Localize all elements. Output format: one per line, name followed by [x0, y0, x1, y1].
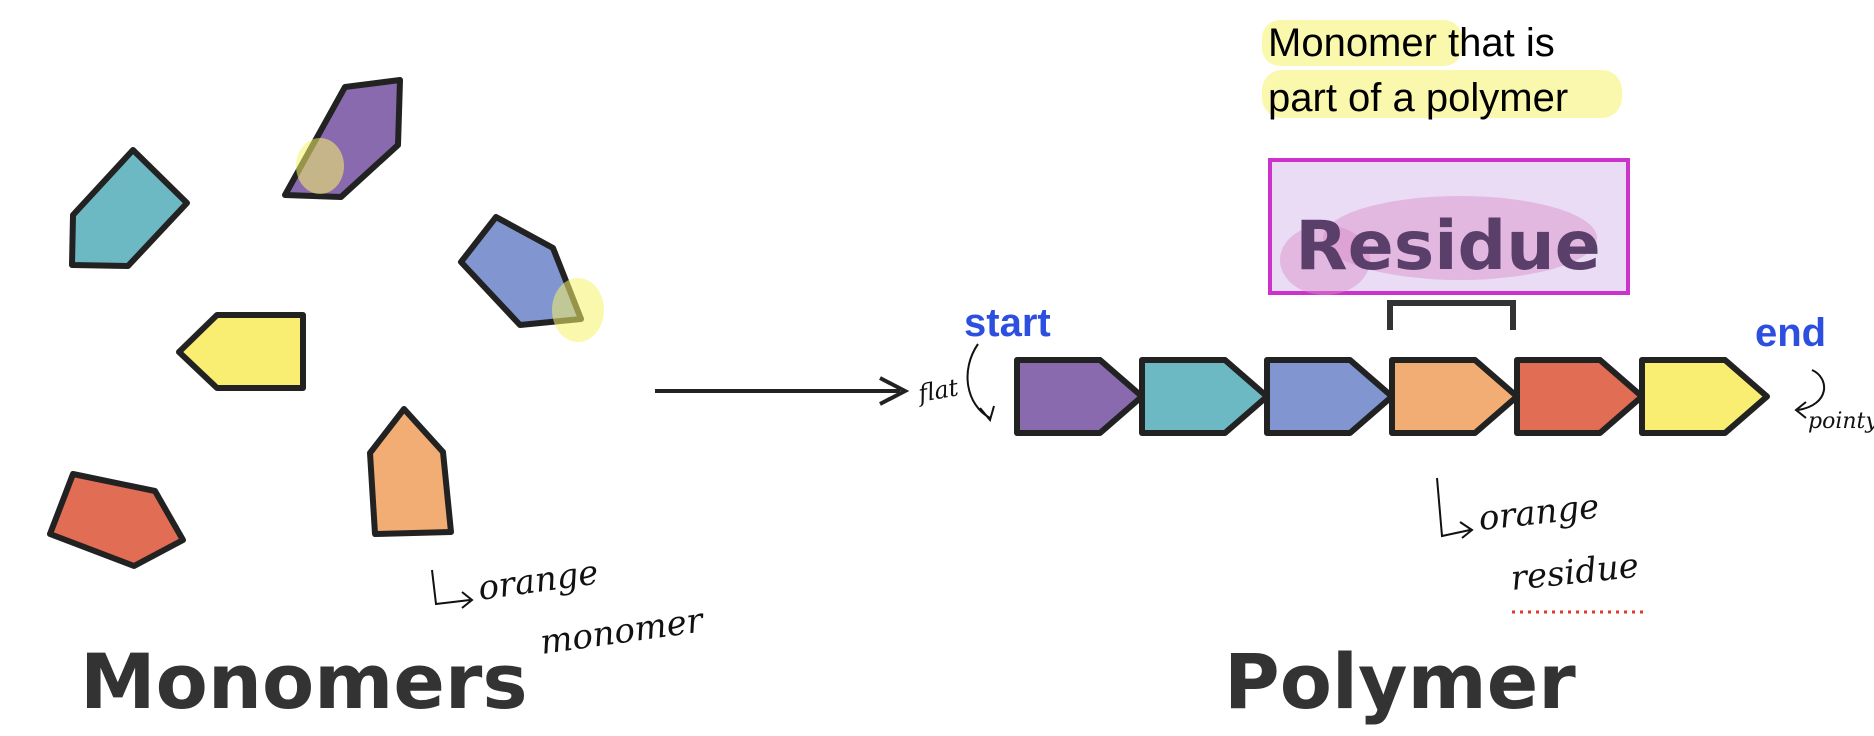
- end-label: end: [1755, 311, 1826, 355]
- annot-monomer-line1: orange: [476, 552, 601, 608]
- note-line2: part of a polymer: [1268, 76, 1568, 120]
- monomer-orange: [367, 406, 454, 537]
- polymer-unit-blue: [1264, 357, 1395, 436]
- annotation-pointy: pointy: [1794, 369, 1874, 434]
- polymer-unit-orange: [1389, 357, 1520, 436]
- annot-flat: flat: [914, 373, 961, 408]
- monomer-blue: [458, 214, 604, 342]
- residue-box: Residue: [1268, 158, 1630, 295]
- monomers-group: [47, 77, 604, 569]
- annotation-orange-residue: orange residue: [1436, 477, 1646, 614]
- residue-label: Residue: [1295, 207, 1600, 286]
- start-label: start: [964, 301, 1051, 345]
- monomer-purple: [282, 77, 403, 200]
- monomer-teal: [69, 147, 190, 269]
- residue-bracket: [1387, 300, 1516, 330]
- annot-pointy: pointy: [1808, 409, 1874, 434]
- polymer-unit-red: [1514, 357, 1645, 436]
- polymer-unit-yellow: [1639, 357, 1770, 436]
- arrow-to-polymer: [655, 376, 910, 406]
- monomers-title: Monomers: [80, 637, 528, 726]
- polymer-unit-purple: [1014, 357, 1145, 436]
- polymer-unit-teal: [1139, 357, 1270, 436]
- monomer-red: [47, 471, 186, 569]
- highlight-mark: [552, 278, 604, 342]
- monomer-yellow: [176, 312, 306, 391]
- note-line1: Monomer that is: [1268, 21, 1555, 65]
- polymer-chain: [1014, 357, 1770, 436]
- annotation-flat: flat: [914, 343, 995, 423]
- highlight-mark: [296, 138, 344, 194]
- annot-residue-line2: residue: [1509, 546, 1641, 599]
- polymer-title: Polymer: [1224, 637, 1576, 726]
- highlighted-note: Monomer that is part of a polymer: [1262, 20, 1622, 120]
- annot-residue-line1: orange: [1477, 487, 1601, 539]
- annot-monomer-line2: monomer: [538, 600, 707, 663]
